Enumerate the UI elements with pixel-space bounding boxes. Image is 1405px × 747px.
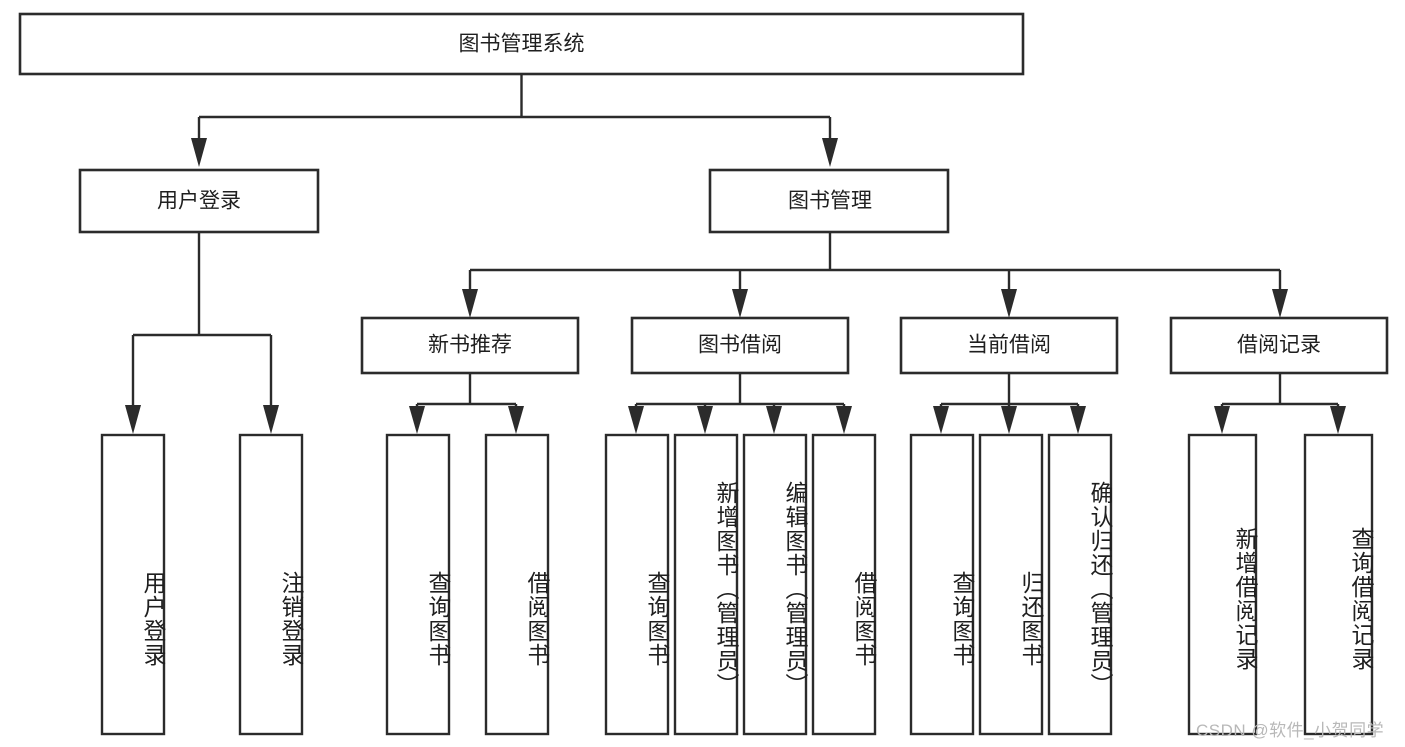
leafbox-borrowrecord-2[interactable]	[1303, 433, 1374, 736]
node-borrowrecord-label: 借阅记录	[1237, 334, 1321, 357]
edge-group-bookborrow-to-leaves	[628, 373, 852, 434]
leafbox-borrowrecord-1[interactable]	[1187, 433, 1258, 736]
leafbox-bookborrow-2[interactable]	[673, 433, 739, 736]
arrow-to-leaf-borrowrecord-2	[1330, 406, 1346, 434]
edge-group-borrowrecord-to-leaves	[1214, 373, 1346, 434]
leafbox-bookborrow-1[interactable]	[604, 433, 670, 736]
leafbox-bookborrow-3[interactable]	[742, 433, 808, 736]
arrow-to-book-manage	[822, 138, 838, 167]
arrow-to-leaf-currentborrow-2	[1001, 406, 1017, 434]
arrow-to-leaf-bookborrow-3	[766, 406, 782, 434]
arrow-to-leaf-bookborrow-1	[628, 406, 644, 434]
arrow-to-leaf-newbook-2	[508, 406, 524, 434]
arrow-to-leaf-user-login-2	[263, 405, 279, 434]
node-user-login-box[interactable]	[78, 168, 320, 234]
node-root-label: 图书管理系统	[459, 33, 585, 56]
node-bookborrow-label: 图书借阅	[698, 334, 782, 357]
node-book-manage-box[interactable]	[708, 168, 950, 234]
arrow-to-user-login	[191, 138, 207, 167]
node-user-login-label: 用户登录	[157, 190, 241, 213]
leafbox-currentborrow-2[interactable]	[978, 433, 1044, 736]
arrow-to-bookborrow	[732, 289, 748, 318]
leafbox-bookborrow-4[interactable]	[811, 433, 877, 736]
arrow-to-leaf-bookborrow-2	[697, 406, 713, 434]
arrow-to-currentborrow	[1001, 289, 1017, 318]
arrow-to-borrowrecord	[1272, 289, 1288, 318]
leafbox-currentborrow-3[interactable]	[1047, 433, 1113, 736]
edge-group-root-to-level1	[191, 74, 838, 167]
edge-group-bookmanage-to-level2	[462, 232, 1288, 318]
edge-group-newbook-to-leaves	[409, 373, 524, 434]
arrow-to-leaf-bookborrow-4	[836, 406, 852, 434]
node-book-manage-label: 图书管理	[788, 190, 872, 213]
node-currentborrow-label: 当前借阅	[967, 334, 1051, 357]
node-borrowrecord-box[interactable]	[1169, 316, 1389, 375]
node-bookborrow-box[interactable]	[630, 316, 850, 375]
node-currentborrow-box[interactable]	[899, 316, 1119, 375]
node-root-box[interactable]	[18, 12, 1025, 76]
csdn-watermark: CSDN @软件_小贺同学	[1196, 721, 1385, 740]
arrow-to-leaf-currentborrow-1	[933, 406, 949, 434]
arrow-to-leaf-currentborrow-3	[1070, 406, 1086, 434]
arrow-to-leaf-borrowrecord-1	[1214, 406, 1230, 434]
node-newbook-box[interactable]	[360, 316, 580, 375]
arrow-to-newbook	[462, 289, 478, 318]
leafbox-user-login-1[interactable]	[100, 433, 166, 736]
leafbox-newbook-2[interactable]	[484, 433, 550, 736]
leafbox-currentborrow-1[interactable]	[909, 433, 975, 736]
arrow-to-leaf-newbook-1	[409, 406, 425, 434]
edge-group-currentborrow-to-leaves	[933, 373, 1086, 434]
leafbox-user-login-2[interactable]	[238, 433, 304, 736]
leafbox-newbook-1[interactable]	[385, 433, 451, 736]
node-newbook-label: 新书推荐	[428, 334, 512, 357]
edge-group-userlogin-to-leaves	[125, 232, 279, 434]
arrow-to-leaf-user-login-1	[125, 405, 141, 434]
